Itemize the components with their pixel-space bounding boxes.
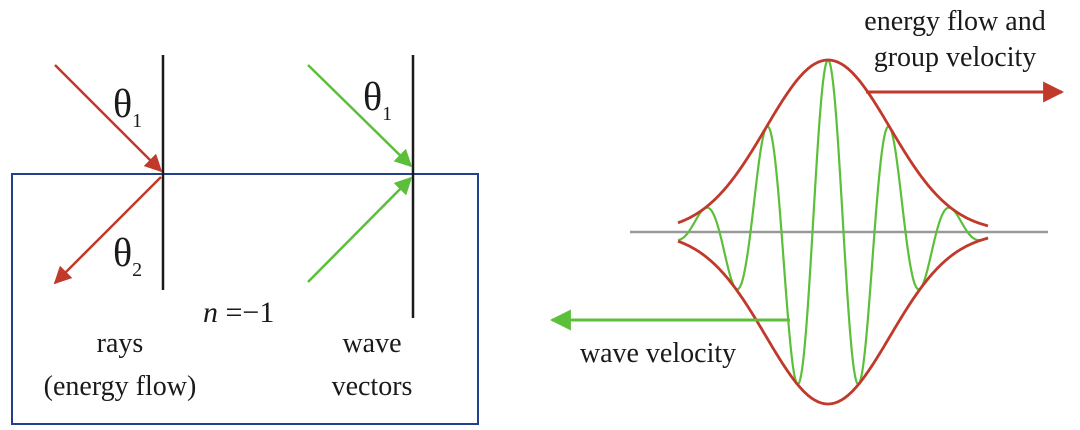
envelope-upper bbox=[677, 58, 989, 228]
refracted-ray-arrow bbox=[53, 176, 162, 285]
refracted-wave-vector-arrow bbox=[307, 176, 413, 283]
rays-caption-line1: rays bbox=[97, 328, 144, 359]
energy-flow-label-line2: group velocity bbox=[874, 42, 1037, 73]
envelope-lower bbox=[677, 236, 989, 406]
theta1-label-rays: θ1 bbox=[113, 81, 142, 132]
incident-wave-vector-arrow bbox=[307, 64, 413, 168]
rays-caption-line2: (energy flow) bbox=[44, 371, 197, 402]
carrier-wave bbox=[677, 58, 989, 386]
medium-box-n-minus-one bbox=[11, 173, 479, 425]
wave-velocity-label: wave velocity bbox=[580, 338, 736, 369]
refractive-index-label: n =−1 bbox=[203, 296, 274, 329]
wave-caption-line2: vectors bbox=[332, 371, 413, 402]
theta2-label-rays: θ2 bbox=[113, 230, 142, 281]
wave-caption-line1: wave bbox=[342, 328, 401, 359]
incident-ray-arrow bbox=[54, 64, 163, 173]
energy-flow-label-line1: energy flow and bbox=[864, 6, 1045, 37]
theta1-label-waves: θ1 bbox=[363, 74, 392, 125]
